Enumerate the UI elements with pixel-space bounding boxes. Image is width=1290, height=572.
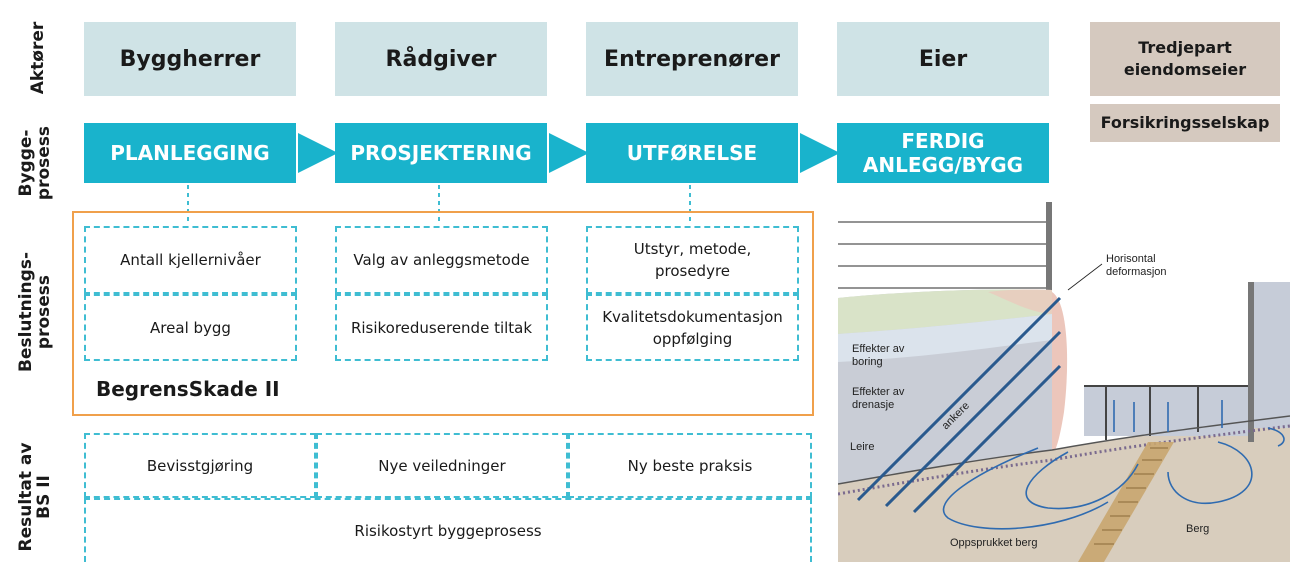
decision-utstyr-metode: Utstyr, metode, prosedyre	[586, 226, 799, 294]
result-nye-veiledninger: Nye veiledninger	[316, 433, 568, 498]
fractured-rock-label: Oppsprukket berg	[950, 537, 1037, 549]
boring-label-2: boring	[852, 356, 883, 368]
phase-ferdig: FERDIG ANLEGG/BYGG	[837, 123, 1049, 183]
drainage-label-2: drenasje	[852, 399, 894, 411]
decision-utstyr-line1: Utstyr, metode,	[633, 240, 752, 258]
decision-kvalitet-line1: Kvalitetsdokumentasjon	[602, 307, 783, 326]
result-bevisstgjoring: Bevisstgjøring	[84, 433, 316, 498]
third-party-owner-line2: eiendomseier	[1123, 60, 1247, 79]
result-ny-beste-praksis: Ny beste praksis	[568, 433, 812, 498]
phase-ferdig-line2: ANLEGG/BYGG	[862, 153, 1024, 177]
clay-label: Leire	[850, 441, 874, 453]
begrensskade-title: BegrensSkade II	[96, 377, 280, 401]
phase-utforelse: UTFØRELSE	[586, 123, 798, 183]
actor-radgiver: Rådgiver	[335, 22, 547, 96]
third-party-owner-line1: Tredjepart	[1138, 38, 1232, 57]
decision-valg-anleggsmetode: Valg av anleggsmetode	[335, 226, 548, 294]
phase-planlegging: PLANLEGGING	[84, 123, 296, 183]
actor-entreprenorer: Entreprenører	[586, 22, 798, 96]
result-risikostyrt-byggeprosess: Risikostyrt byggeprosess	[84, 498, 812, 562]
phase-ferdig-line1: FERDIG	[901, 129, 985, 153]
third-party-owner: Tredjepart eiendomseier	[1090, 22, 1280, 96]
boring-label-1: Effekter av	[852, 343, 905, 355]
rock-label: Berg	[1186, 523, 1209, 535]
excavation-illustration: Horisontal deformasjon Effekter av borin…	[838, 202, 1290, 562]
actor-eier: Eier	[837, 22, 1049, 96]
decision-kvalitet-line2: oppfølging	[652, 329, 733, 348]
decision-utstyr-line2: prosedyre	[654, 262, 731, 280]
decision-antall-kjellernivaer: Antall kjellernivåer	[84, 226, 297, 294]
third-party-insurer: Forsikringsselskap	[1090, 104, 1280, 142]
begrensskade-frame	[72, 211, 814, 416]
horizontal-deformation-label-2: deformasjon	[1106, 266, 1167, 278]
decision-risikoreduserende: Risikoreduserende tiltak	[335, 294, 548, 361]
actor-byggherrer: Byggherrer	[84, 22, 296, 96]
horizontal-deformation-label-1: Horisontal	[1106, 253, 1156, 265]
phase-prosjektering: PROSJEKTERING	[335, 123, 547, 183]
decision-areal-bygg: Areal bygg	[84, 294, 297, 361]
decision-kvalitetsdokumentasjon: Kvalitetsdokumentasjon oppfølging	[586, 294, 799, 361]
drainage-label-1: Effekter av	[852, 386, 905, 398]
